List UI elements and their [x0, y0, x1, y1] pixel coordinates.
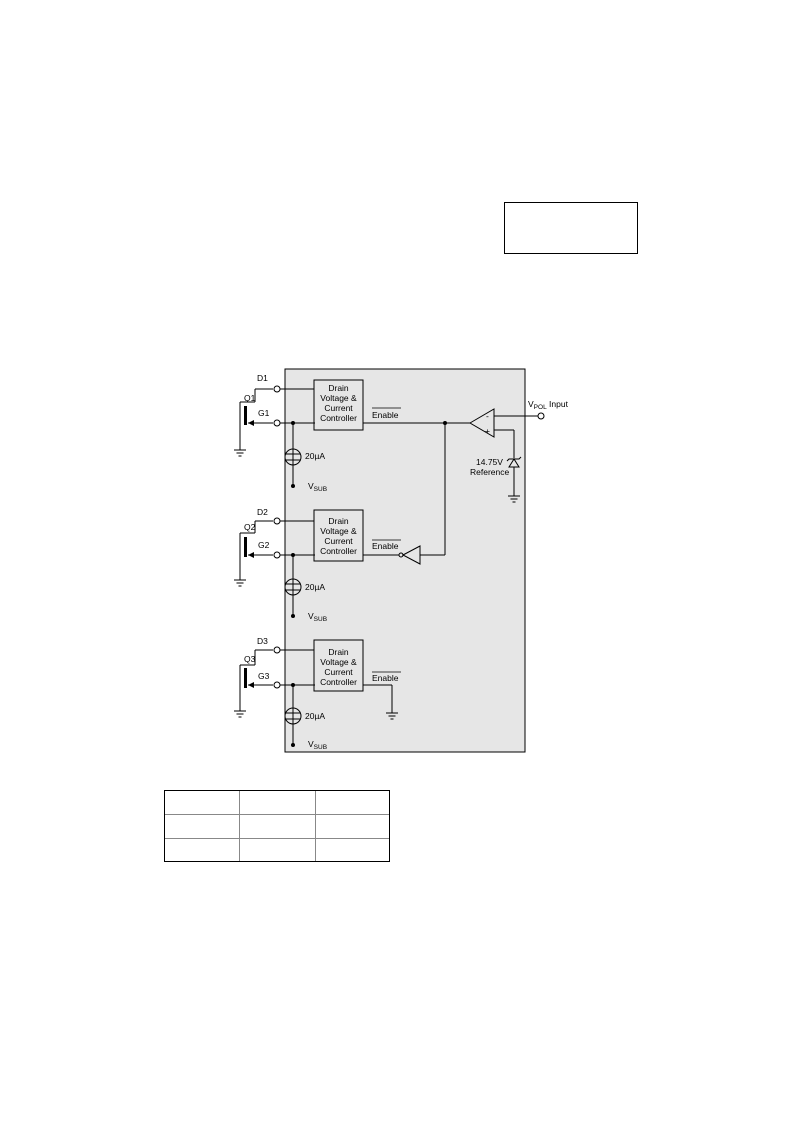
channel-3: D3 Drain Voltage & Current Controller Q3…	[234, 636, 364, 751]
vsub-label-3: VSUB	[308, 739, 327, 751]
controller-text-1-c: Current	[324, 403, 353, 413]
controller-text-2-a: Drain	[328, 516, 349, 526]
controller-text-1-d: Controller	[320, 413, 357, 423]
enable-label-3: Enable	[372, 673, 399, 683]
controller-text-2-b: Voltage &	[320, 526, 357, 536]
controller-text-3-b: Voltage &	[320, 657, 357, 667]
controller-text-3-d: Controller	[320, 677, 357, 687]
transistor-label-1: Q1	[244, 393, 256, 403]
header-box	[504, 202, 638, 254]
table-row-divider	[165, 838, 389, 839]
transistor-3	[244, 668, 247, 688]
controller-text-1-a: Drain	[328, 383, 349, 393]
gate-label-3: G3	[258, 671, 270, 681]
table-column-divider	[315, 791, 316, 861]
controller-text-3-c: Current	[324, 667, 353, 677]
current-label-3: 20µA	[305, 711, 325, 721]
comparator-plus: +	[485, 426, 490, 436]
gate-label-1: G1	[258, 408, 270, 418]
reference-voltage: 14.75V	[476, 457, 503, 467]
enable-label-1: Enable	[372, 410, 399, 420]
comparator-minus: -	[486, 411, 489, 421]
controller-text-3-a: Drain	[328, 647, 349, 657]
transistor-2	[244, 537, 247, 557]
channel-2: D2 Drain Voltage & Current Controller Q2…	[234, 507, 364, 623]
reference-label: Reference	[470, 467, 509, 477]
controller-box-1	[313, 379, 364, 431]
controller-text-2-c: Current	[324, 536, 353, 546]
controller-box-3	[313, 639, 364, 692]
comparator	[469, 408, 495, 438]
drain-label-3: D3	[257, 636, 268, 646]
channel-1: D1 Drain Voltage & Current Controller Q1…	[234, 373, 364, 493]
gate-label-2: G2	[258, 540, 270, 550]
vsub-label-2: VSUB	[308, 611, 327, 623]
controller-box-2	[313, 509, 364, 562]
transistor-1	[244, 406, 247, 425]
current-label-2: 20µA	[305, 582, 325, 592]
pin-table	[164, 790, 390, 862]
drain-label-2: D2	[257, 507, 268, 517]
vpol-label: VPOL Input	[528, 399, 569, 411]
current-label-1: 20µA	[305, 451, 325, 461]
vsub-label-1: VSUB	[308, 481, 327, 493]
transistor-label-3: Q3	[244, 654, 256, 664]
table-row-divider	[165, 814, 389, 815]
drain-label-1: D1	[257, 373, 268, 383]
controller-text-2-d: Controller	[320, 546, 357, 556]
controller-text-1-b: Voltage &	[320, 393, 357, 403]
enable-label-2: Enable	[372, 541, 399, 551]
vpol-input-terminal	[537, 412, 545, 420]
table-column-divider	[239, 791, 240, 861]
transistor-label-2: Q2	[244, 522, 256, 532]
